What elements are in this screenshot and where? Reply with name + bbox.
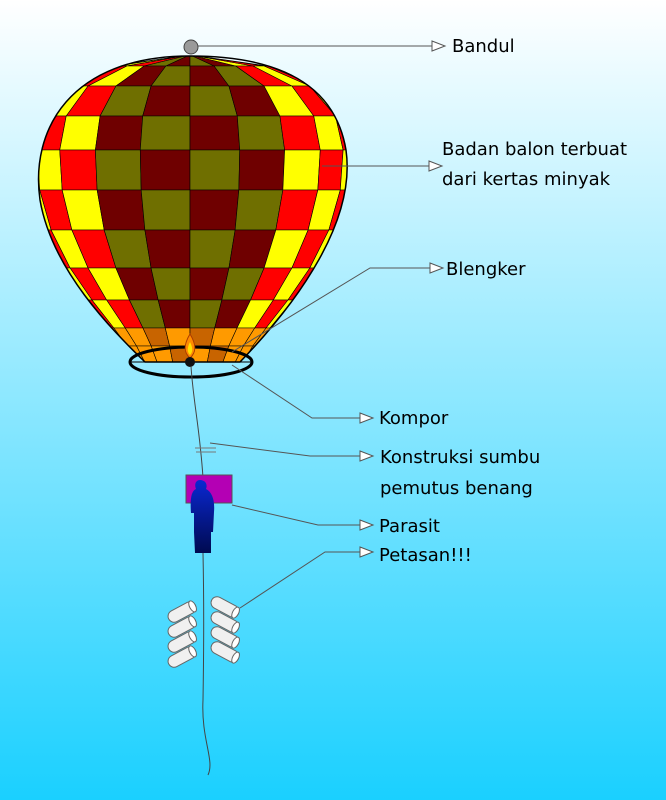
- leader-lines: [198, 45, 432, 609]
- label-blengker: Blengker: [446, 259, 526, 280]
- open-arrowhead-icon: [359, 519, 375, 531]
- firecracker-tube: [210, 626, 240, 649]
- firecracker-tube: [167, 600, 197, 623]
- envelope-panel: [234, 189, 284, 231]
- envelope-panel: [282, 149, 321, 191]
- figure: [190, 480, 215, 553]
- firecracker-tube: [167, 630, 197, 653]
- leader-blengker: [231, 267, 430, 353]
- open-arrowhead-icon: [359, 546, 375, 558]
- parachute-figure-icon: [185, 474, 233, 553]
- leader-konstruksi: [209, 442, 360, 457]
- firecracker-icon: [167, 596, 240, 668]
- firecracker-tube: [167, 615, 197, 638]
- envelope-panel: [59, 149, 98, 191]
- envelope-panel: [189, 149, 241, 191]
- envelope-panel: [317, 149, 344, 191]
- arrowheads: [359, 40, 447, 558]
- envelope-panel: [144, 229, 191, 269]
- envelope-panel: [279, 115, 321, 151]
- envelope-panel: [142, 85, 191, 117]
- label-parasit: Parasit: [379, 516, 440, 537]
- envelope-panel: [96, 189, 146, 231]
- open-arrowhead-icon: [428, 160, 444, 172]
- open-arrowhead-icon: [359, 412, 375, 424]
- fuse-string: [190, 365, 216, 776]
- label-bandul: Bandul: [452, 36, 515, 57]
- firecracker-tube: [167, 645, 197, 668]
- label-konstruksi-line1: Konstruksi sumbu: [380, 447, 540, 468]
- envelope-panel: [139, 115, 191, 151]
- balloon-envelope: [38, 56, 348, 362]
- open-arrowhead-icon: [429, 262, 445, 274]
- label-petasan: Petasan!!!: [379, 545, 472, 566]
- weight-ball-icon: [183, 39, 199, 55]
- envelope-panel: [59, 115, 101, 151]
- label-badan-line1: Badan balon terbuat: [442, 139, 627, 160]
- flame-icon: [184, 333, 196, 367]
- envelope-panel: [189, 229, 236, 269]
- envelope-panel: [238, 149, 285, 191]
- leader-petasan: [239, 551, 360, 609]
- envelope-panel: [189, 115, 241, 151]
- envelope-panel: [189, 189, 240, 231]
- firecracker-tube: [210, 596, 240, 619]
- leader-parasit: [231, 504, 360, 526]
- open-arrowhead-icon: [431, 40, 447, 52]
- leader-kompor: [231, 364, 360, 419]
- label-konstruksi-line2: pemutus benang: [380, 478, 533, 499]
- envelope-panel: [95, 149, 142, 191]
- firecracker-tube: [210, 641, 240, 664]
- open-arrowhead-icon: [359, 450, 375, 462]
- envelope-panel: [339, 149, 348, 191]
- envelope-panel: [150, 267, 191, 301]
- label-badan-line2: dari kertas minyak: [442, 169, 611, 190]
- envelope-panel: [139, 149, 191, 191]
- firecracker-tube: [210, 611, 240, 634]
- envelope-panel: [95, 115, 144, 151]
- envelope-panel: [236, 115, 285, 151]
- label-kompor: Kompor: [379, 408, 449, 429]
- envelope-panel: [140, 189, 191, 231]
- balloon: [37, 39, 348, 379]
